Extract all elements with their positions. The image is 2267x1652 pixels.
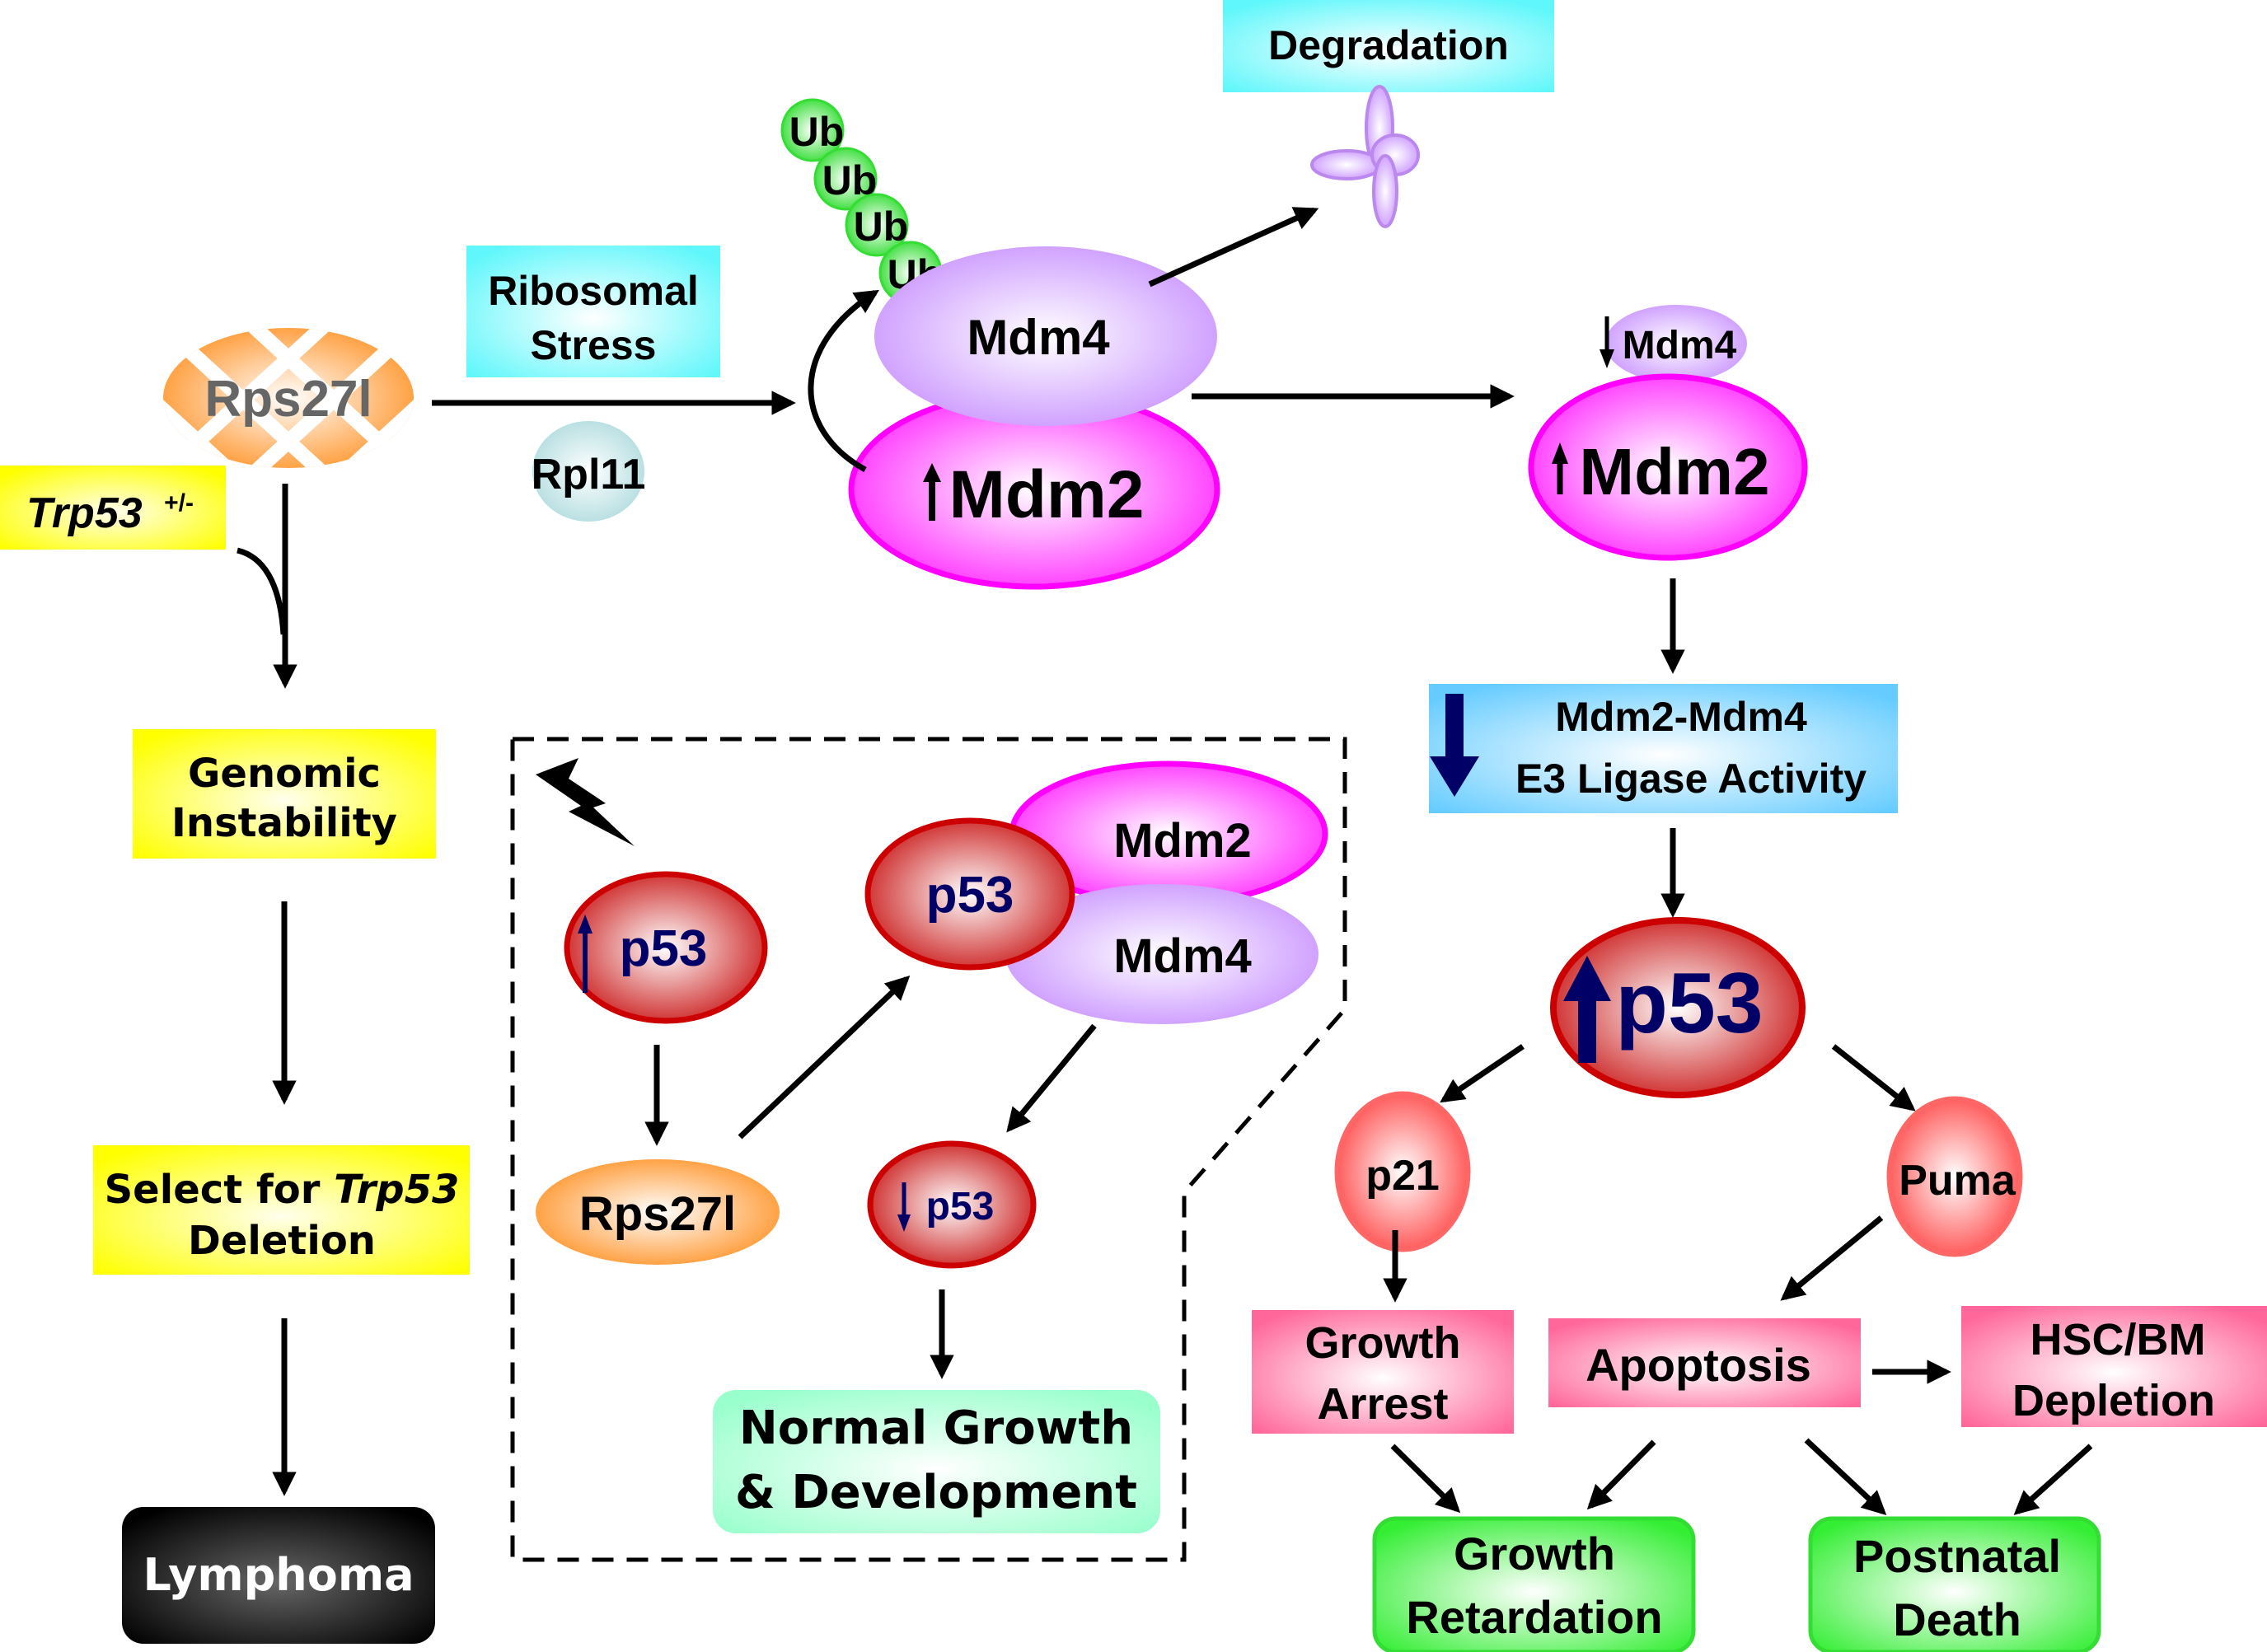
down-arrow-icon [1600,316,1614,368]
rps27l-inset-node: Rps27l [536,1159,780,1265]
mdm2-right-node: Mdm2 [1528,373,1808,561]
ubiquitin-chain: Ub Ub Ub Ub [780,98,943,305]
p53-down-inset-label: p53 [926,1185,995,1228]
growth-retardation-box: Growth Retardation [1372,1516,1696,1652]
normal-growth-line1: Normal Growth [739,1402,1133,1455]
up-arrow-icon [578,915,593,993]
rpl11-label: Rpl11 [532,451,646,498]
lymphoma-label: Lymphoma [143,1549,414,1601]
growth-arrest-line2: Arrest [1317,1379,1448,1429]
p53-up-inset-node: p53 [564,871,768,1024]
up-arrow-icon [1552,442,1568,494]
genomic-instability-line2: Instability [171,800,397,846]
normal-growth-box: Normal Growth & Development [713,1390,1160,1533]
rpl11-node: Rpl11 [532,421,646,522]
trp53-superscript: +/- [164,489,194,517]
hsc-bm-line1: HSC/BM [2030,1315,2206,1364]
mdm2-inset-label: Mdm2 [1113,814,1252,868]
e3-ligase-box: Mdm2-Mdm4 E3 Ligase Activity [1429,684,1898,813]
arrow-apoptosis-to-retardation [1586,1439,1656,1510]
rps27l-inset-label: Rps27l [579,1187,736,1241]
arrow-p53-to-p21 [1440,1044,1525,1103]
puma-label: Puma [1899,1157,2016,1205]
up-arrow-icon [923,463,941,521]
ribosomal-stress-line1: Ribosomal [488,268,699,314]
mdm4-inset-node: Mdm4 [1005,884,1319,1024]
arrow-mdm2-ubiquitinates-mdm4 [808,289,879,473]
growth-retardation-line1: Growth [1454,1528,1615,1579]
up-arrow-icon [1563,956,1611,1063]
puma-node: Puma [1886,1096,2023,1257]
arrows-left [237,484,297,1496]
apoptosis-box: Apoptosis [1548,1318,1861,1407]
arrow-p53-to-puma [1831,1044,1916,1111]
genomic-instability-line1: Genomic [188,751,381,797]
ub-label-3: Ub [854,204,909,250]
p53-inset-label: p53 [926,867,1014,924]
arrow-puma-to-apoptosis [1780,1215,1884,1301]
select-trp53-box: Select for Trp53 Deletion [93,1145,470,1275]
arrow-trp53-merge [237,547,287,635]
mdm4-small-label: Mdm4 [1623,324,1737,367]
rps27l-mutant-label: Rps27l [204,371,372,428]
p21-label: p21 [1365,1152,1440,1200]
degradation-box: Degradation [1223,0,1554,92]
normal-growth-line2: & Development [735,1466,1137,1519]
degradation-label: Degradation [1268,22,1509,68]
mdm4-inset-label: Mdm4 [1113,929,1252,983]
degraded-protein-icon [1310,85,1420,228]
ribosomal-stress-line2: Stress [531,322,657,368]
select-gene: Trp53 [334,1167,459,1213]
growth-arrest-line1: Growth [1305,1318,1461,1368]
mdm2-inset-node: Mdm2 [1009,760,1328,907]
p53-up-inset-label: p53 [620,920,708,977]
growth-retardation-line2: Retardation [1406,1591,1662,1643]
e3-ligase-line2: E3 Ligase Activity [1515,756,1867,802]
hsc-bm-line2: Depletion [2012,1376,2215,1425]
p53-down-inset-node: p53 [867,1140,1037,1269]
lymphoma-box: Lymphoma [122,1507,435,1644]
p53-big-label: p53 [1615,956,1763,1051]
apoptosis-label: Apoptosis [1585,1339,1811,1391]
e3-ligase-line1: Mdm2-Mdm4 [1555,694,1807,740]
p21-node: p21 [1334,1091,1471,1252]
arrows-right [1383,578,2093,1516]
mdm4-top-label: Mdm4 [967,310,1110,365]
down-arrow-icon [1430,694,1479,797]
arrow-apoptosis-to-death [1804,1438,1887,1516]
stress-lightning-icon [536,758,635,846]
postnatal-death-line1: Postnatal [1853,1530,2061,1582]
select-trp53-line2: Deletion [188,1218,376,1264]
inset-dashed-border [510,737,1347,1562]
ub-label-1: Ub [789,109,845,155]
hsc-bm-box: HSC/BM Depletion [1961,1306,2267,1427]
growth-arrest-box: Growth Arrest [1252,1310,1514,1434]
trp53-gene: Trp53 [26,489,143,537]
down-arrow-icon [897,1182,911,1232]
postnatal-death-box: Postnatal Death [1808,1516,2101,1652]
arrow-rps27l-to-p53-complex [738,975,911,1140]
mdm4-top-node: Mdm4 [874,246,1217,426]
ribosomal-stress-box: Ribosomal Stress [466,246,720,377]
arrows-top [432,207,1515,473]
arrow-hsc-to-death [2013,1444,2093,1515]
select-prefix: Select for [105,1167,334,1213]
arrow-mdm4-to-degradation [1148,207,1319,288]
select-trp53-line1: Select for Trp53 [105,1167,460,1213]
mdm4-small-node: Mdm4 [1600,305,1747,382]
arrow-complex-to-p53down [1006,1023,1097,1133]
p53-big-node: p53 [1550,917,1806,1098]
trp53-het-box: Trp53 +/- [0,466,226,550]
genomic-instability-box: Genomic Instability [133,729,436,859]
trp53-gene-label: Trp53 +/- [26,489,194,537]
mdm2-top-node: Mdm2 [848,389,1220,590]
postnatal-death-line2: Death [1893,1594,2021,1645]
mdm2-right-label: Mdm2 [1579,435,1769,508]
mdm2-top-label: Mdm2 [949,457,1145,532]
p53-inset-node: p53 [864,817,1075,971]
arrow-arrest-to-retardation [1390,1444,1461,1514]
arrows-inset [644,975,1097,1379]
